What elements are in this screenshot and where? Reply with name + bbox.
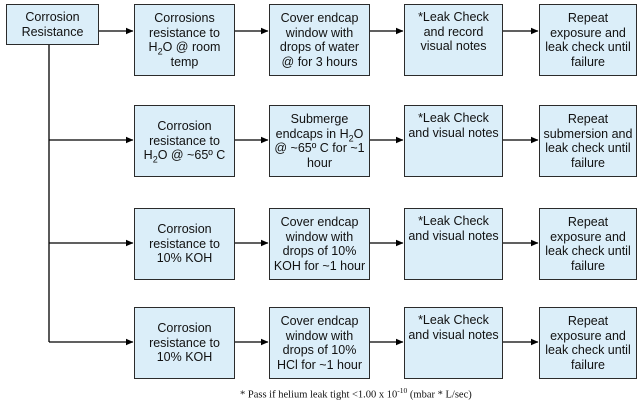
row2-check-node: *Leak Check and visual notes bbox=[404, 105, 503, 177]
row4-repeat-node: Repeat exposure and leak check until fai… bbox=[539, 307, 637, 379]
row4-test-node: Corrosion resistance to 10% KOH bbox=[134, 307, 235, 379]
row2-check-label: *Leak Check and visual notes bbox=[408, 111, 499, 140]
root-node-label: Corrosion Resistance bbox=[21, 10, 84, 39]
row2-repeat-node: Repeat submersion and leak check until f… bbox=[539, 105, 637, 177]
row4-check-label: *Leak Check and visual notes bbox=[408, 313, 499, 342]
row2-exposure-label: Submerge endcaps in H2O @ ~65º C for ~1 … bbox=[274, 112, 365, 170]
row3-test-node: Corrosion resistance to 10% KOH bbox=[134, 208, 235, 280]
row1-check-label: *Leak Check and record visual notes bbox=[418, 10, 489, 53]
row1-test-node: Corrosions resistance to H2O @ room temp bbox=[134, 4, 235, 76]
row1-exposure-label: Cover endcap window with drops of water … bbox=[279, 11, 360, 69]
row1-repeat-label: Repeat exposure and leak check until fai… bbox=[545, 11, 631, 69]
row4-test-label: Corrosion resistance to 10% KOH bbox=[149, 321, 220, 365]
row2-exposure-node: Submerge endcaps in H2O @ ~65º C for ~1 … bbox=[269, 105, 370, 177]
row3-exposure-label: Cover endcap window with drops of 10% KO… bbox=[273, 215, 366, 273]
root-node: Corrosion Resistance bbox=[6, 4, 99, 45]
row4-exposure-label: Cover endcap window with drops of 10% HC… bbox=[276, 314, 363, 372]
row3-exposure-node: Cover endcap window with drops of 10% KO… bbox=[269, 208, 370, 280]
row4-repeat-label: Repeat exposure and leak check until fai… bbox=[545, 314, 631, 372]
footnote: * Pass if helium leak tight <1.00 x 10-1… bbox=[240, 386, 472, 401]
row1-exposure-node: Cover endcap window with drops of water … bbox=[269, 4, 370, 76]
row3-test-label: Corrosion resistance to 10% KOH bbox=[149, 222, 220, 266]
row2-repeat-label: Repeat submersion and leak check until f… bbox=[543, 112, 633, 170]
connectors bbox=[48, 27, 539, 346]
row2-test-node: Corrosion resistance to H2O @ ~65º C bbox=[134, 105, 235, 177]
row3-repeat-node: Repeat exposure and leak check until fai… bbox=[539, 208, 637, 280]
row4-exposure-node: Cover endcap window with drops of 10% HC… bbox=[269, 307, 370, 379]
row3-repeat-label: Repeat exposure and leak check until fai… bbox=[545, 215, 631, 273]
row1-test-label: Corrosions resistance to H2O @ room temp bbox=[148, 11, 221, 69]
row2-test-label: Corrosion resistance to H2O @ ~65º C bbox=[143, 119, 226, 165]
row4-check-node: *Leak Check and visual notes bbox=[404, 307, 503, 379]
row3-check-node: *Leak Check and visual notes bbox=[404, 208, 503, 280]
row1-repeat-node: Repeat exposure and leak check until fai… bbox=[539, 4, 637, 76]
row3-check-label: *Leak Check and visual notes bbox=[408, 214, 499, 243]
row1-check-node: *Leak Check and record visual notes bbox=[404, 4, 503, 76]
